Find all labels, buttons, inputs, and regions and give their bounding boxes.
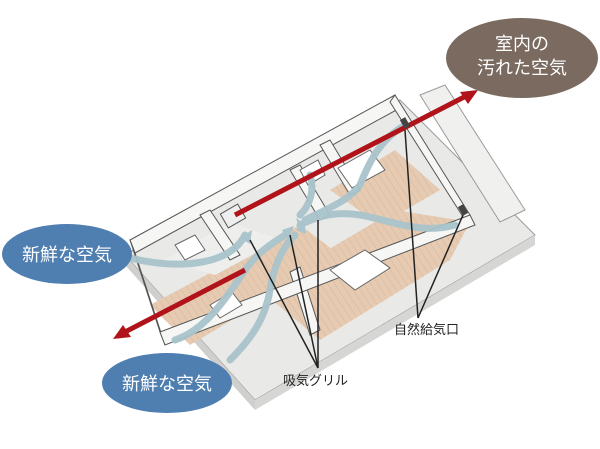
fresh-air-left-label: 新鮮な空気 <box>22 245 112 266</box>
natural-inlet-vents <box>399 117 469 216</box>
fresh-air-bottom-label: 新鮮な空気 <box>122 374 212 395</box>
natural-inlet-label: 自然給気口 <box>394 322 459 338</box>
fresh-air-bubble-bottom: 新鮮な空気 <box>102 353 232 413</box>
leader-lines <box>249 129 464 369</box>
fresh-air-arrow <box>113 267 247 339</box>
airflow-arrowheads <box>240 218 306 244</box>
exhaust-arrow <box>233 90 478 218</box>
dirty-air-bubble: 室内の 汚れた空気 <box>446 18 598 98</box>
balcony <box>419 84 526 223</box>
dirty-air-label-line1: 室内の <box>495 34 549 55</box>
exhaust-grille-label: 吸気グリル <box>283 373 348 389</box>
dirty-air-label-line2: 汚れた空気 <box>477 58 567 79</box>
fresh-air-bubble-left: 新鮮な空気 <box>2 224 132 284</box>
